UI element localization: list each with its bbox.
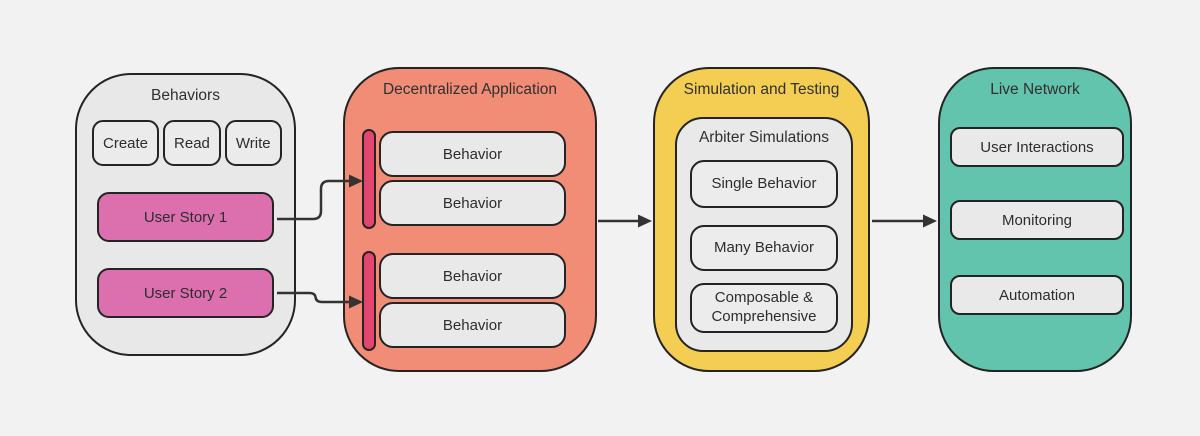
behavior-box-3: Behavior	[379, 253, 566, 299]
monitoring-box: Monitoring	[950, 200, 1124, 240]
arbiter-simulations-title: Arbiter Simulations	[698, 129, 830, 146]
single-behavior-box: Single Behavior	[690, 160, 838, 208]
read-box: Read	[163, 120, 221, 166]
automation-box: Automation	[950, 275, 1124, 315]
create-box: Create	[92, 120, 160, 166]
user-story-2-box: User Story 2	[97, 268, 274, 318]
dapp-panel-title: Decentralized Application	[382, 81, 558, 98]
arrowhead-icon	[638, 214, 652, 228]
behavior-box-1: Behavior	[379, 131, 566, 177]
arrowhead-icon	[923, 214, 937, 228]
arbiter-simulations-container: Arbiter Simulations Single Behavior Many…	[675, 117, 853, 352]
decentralized-application-panel: Decentralized Application Behavior Behav…	[343, 67, 597, 372]
simulation-and-testing-panel: Simulation and Testing Arbiter Simulatio…	[653, 67, 870, 372]
crud-row: Create Read Write	[92, 120, 282, 166]
composable-comprehensive-box: Composable & Comprehensive	[690, 283, 838, 333]
behavior-group-1: Behavior Behavior	[362, 129, 566, 229]
behavior-group-1-column: Behavior Behavior	[379, 129, 566, 229]
behavior-group-2: Behavior Behavior	[362, 251, 566, 351]
behavior-group-2-bar	[362, 251, 376, 351]
many-behavior-box: Many Behavior	[690, 225, 838, 271]
live-network-panel-title: Live Network	[990, 81, 1080, 98]
behavior-group-2-column: Behavior Behavior	[379, 251, 566, 351]
behavior-group-1-bar	[362, 129, 376, 229]
write-box: Write	[224, 120, 282, 166]
user-interactions-box: User Interactions	[950, 127, 1124, 167]
user-story-1-box: User Story 1	[97, 192, 274, 242]
behaviors-panel: Behaviors Create Read Write User Story 1…	[75, 73, 296, 356]
arrow-dapp-to-simulation	[598, 214, 652, 228]
arrow-simulation-to-live-network	[872, 214, 937, 228]
behaviors-panel-title: Behaviors	[151, 87, 220, 104]
behavior-box-4: Behavior	[379, 302, 566, 348]
simulation-panel-title: Simulation and Testing	[683, 81, 840, 98]
live-network-panel: Live Network User Interactions Monitorin…	[938, 67, 1132, 372]
behavior-box-2: Behavior	[379, 180, 566, 226]
